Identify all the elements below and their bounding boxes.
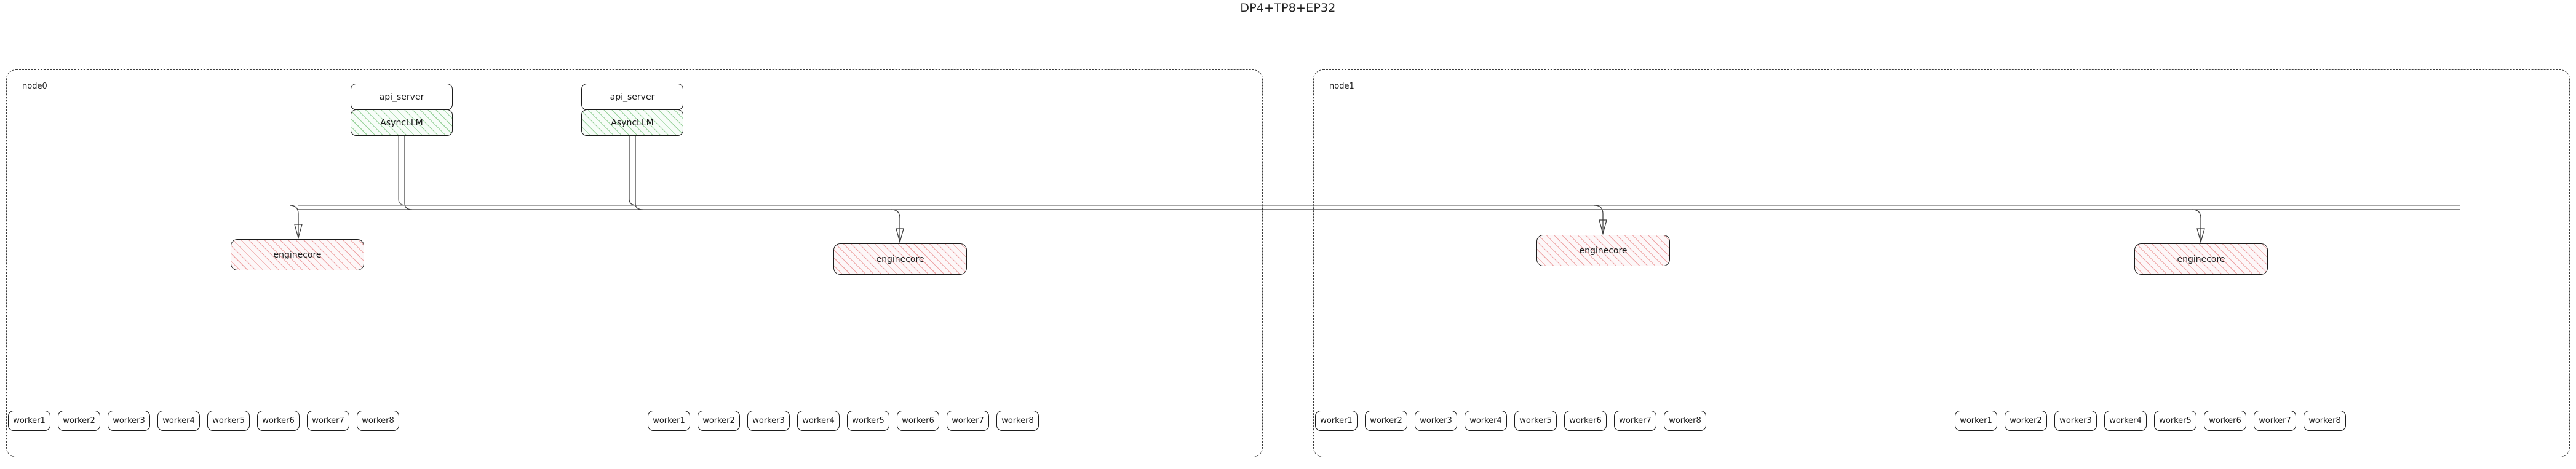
- worker-box-label: worker6: [262, 416, 295, 425]
- worker-box-label: worker4: [802, 416, 835, 425]
- worker-box-label: worker8: [1001, 416, 1034, 425]
- cluster-label-node1: node1: [1329, 82, 1354, 91]
- worker-box[interactable]: worker3: [108, 411, 150, 431]
- worker-box-label: worker3: [1420, 416, 1452, 425]
- worker-box[interactable]: worker1: [1955, 411, 1997, 431]
- worker-box[interactable]: worker8: [1664, 411, 1706, 431]
- worker-box-label: worker2: [63, 416, 95, 425]
- enginecore-box-label: enginecore: [876, 254, 924, 264]
- worker-box[interactable]: worker3: [2054, 411, 2097, 431]
- worker-box-label: worker8: [2308, 416, 2341, 425]
- worker-box[interactable]: worker5: [207, 411, 250, 431]
- worker-box-label: worker4: [162, 416, 195, 425]
- asyncllm-box-label: AsyncLLM: [611, 117, 654, 128]
- worker-box-label: worker3: [113, 416, 145, 425]
- worker-box-label: worker5: [1519, 416, 1552, 425]
- worker-box-label: worker5: [2159, 416, 2192, 425]
- api-server-box-label: api_server: [379, 92, 424, 102]
- enginecore-box-label: enginecore: [2177, 254, 2225, 264]
- worker-box[interactable]: worker4: [157, 411, 200, 431]
- worker-box[interactable]: worker7: [307, 411, 349, 431]
- worker-box-label: worker4: [1469, 416, 1502, 425]
- worker-box-label: worker6: [2209, 416, 2241, 425]
- worker-box[interactable]: worker3: [747, 411, 790, 431]
- worker-box-label: worker1: [13, 416, 46, 425]
- asyncllm-box[interactable]: AsyncLLM: [581, 109, 683, 136]
- worker-box[interactable]: worker6: [257, 411, 300, 431]
- cluster-node0: [6, 69, 1263, 457]
- worker-box[interactable]: worker8: [357, 411, 399, 431]
- asyncllm-box-label: AsyncLLM: [380, 117, 423, 128]
- worker-box[interactable]: worker7: [947, 411, 989, 431]
- worker-box-label: worker8: [1669, 416, 1701, 425]
- worker-box[interactable]: worker6: [2204, 411, 2246, 431]
- worker-box-label: worker2: [1370, 416, 1402, 425]
- cluster-label-node0: node0: [22, 82, 47, 91]
- worker-box-label: worker5: [852, 416, 885, 425]
- worker-box[interactable]: worker2: [1365, 411, 1407, 431]
- worker-box-label: worker1: [1320, 416, 1353, 425]
- worker-box[interactable]: worker2: [698, 411, 740, 431]
- worker-box[interactable]: worker7: [2254, 411, 2296, 431]
- worker-box-label: worker1: [1960, 416, 1992, 425]
- worker-box[interactable]: worker1: [1315, 411, 1358, 431]
- worker-box-label: worker7: [952, 416, 984, 425]
- worker-box-label: worker3: [752, 416, 785, 425]
- worker-box-label: worker6: [902, 416, 934, 425]
- worker-box-label: worker6: [1569, 416, 1602, 425]
- enginecore-box-label: enginecore: [1579, 245, 1628, 256]
- worker-box-label: worker2: [702, 416, 735, 425]
- enginecore-box[interactable]: enginecore: [1536, 235, 1670, 266]
- worker-box[interactable]: worker4: [797, 411, 840, 431]
- worker-box-label: worker8: [362, 416, 394, 425]
- enginecore-box[interactable]: enginecore: [231, 239, 364, 270]
- worker-box[interactable]: worker2: [58, 411, 100, 431]
- worker-box[interactable]: worker1: [8, 411, 50, 431]
- worker-box-label: worker5: [212, 416, 245, 425]
- worker-box-label: worker7: [312, 416, 344, 425]
- worker-box[interactable]: worker4: [1465, 411, 1507, 431]
- worker-box[interactable]: worker4: [2104, 411, 2147, 431]
- enginecore-box-label: enginecore: [273, 250, 322, 260]
- worker-box[interactable]: worker8: [996, 411, 1039, 431]
- worker-box[interactable]: worker6: [1564, 411, 1607, 431]
- worker-box[interactable]: worker2: [2005, 411, 2047, 431]
- worker-box[interactable]: worker6: [897, 411, 939, 431]
- api-server-box[interactable]: api_server: [351, 84, 453, 110]
- worker-box-label: worker7: [2259, 416, 2291, 425]
- page-title: DP4+TP8+EP32: [1240, 1, 1336, 15]
- api-server-box-label: api_server: [610, 92, 655, 102]
- worker-box-label: worker2: [2010, 416, 2042, 425]
- api-server-box[interactable]: api_server: [581, 84, 683, 110]
- worker-box[interactable]: worker5: [847, 411, 889, 431]
- worker-box[interactable]: worker8: [2304, 411, 2346, 431]
- asyncllm-box[interactable]: AsyncLLM: [351, 109, 453, 136]
- worker-box[interactable]: worker1: [648, 411, 690, 431]
- cluster-node1: [1313, 69, 2570, 457]
- worker-box[interactable]: worker7: [1614, 411, 1656, 431]
- worker-box[interactable]: worker5: [1514, 411, 1557, 431]
- worker-box-label: worker4: [2109, 416, 2142, 425]
- worker-box-label: worker3: [2059, 416, 2092, 425]
- worker-box-label: worker7: [1619, 416, 1652, 425]
- enginecore-box[interactable]: enginecore: [833, 243, 967, 275]
- worker-box[interactable]: worker3: [1415, 411, 1457, 431]
- worker-box[interactable]: worker5: [2154, 411, 2196, 431]
- enginecore-box[interactable]: enginecore: [2134, 243, 2268, 275]
- worker-box-label: worker1: [653, 416, 685, 425]
